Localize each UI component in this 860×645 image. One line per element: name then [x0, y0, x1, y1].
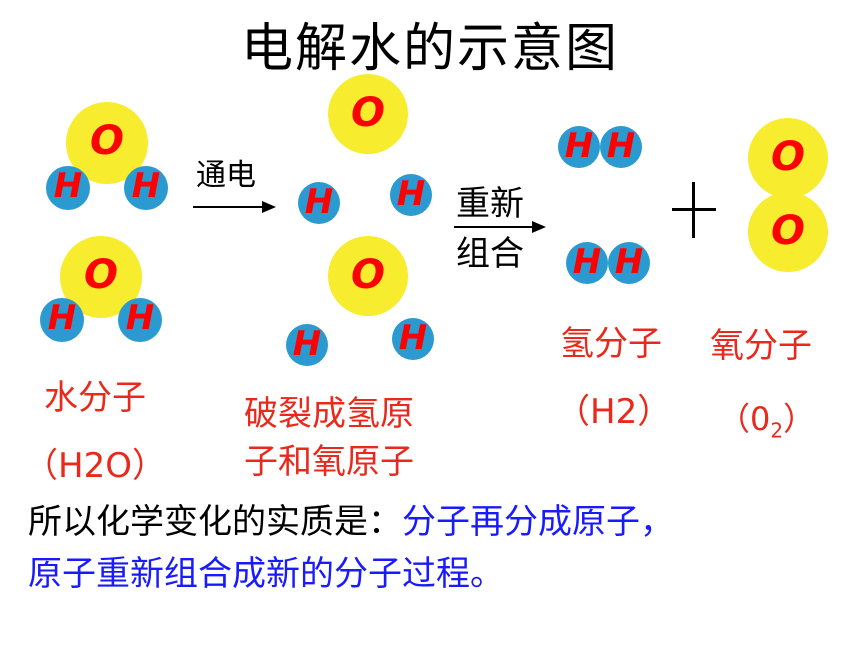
- hydrogen-atom: [124, 166, 168, 210]
- reaction-arrow-1-head: [262, 201, 276, 213]
- oxygen-symbol: O: [89, 118, 124, 164]
- recombine-label-line1: 重新: [456, 184, 524, 224]
- hydrogen-symbol: H: [396, 174, 426, 214]
- hydrogen-symbol: H: [125, 298, 155, 338]
- hydrogen-symbol: H: [614, 242, 644, 282]
- hydrogen-atom: [566, 242, 608, 284]
- oxygen-symbol: O: [350, 90, 385, 136]
- oxygen-atom: [328, 74, 408, 154]
- electrolysis-label: 通电: [196, 158, 256, 193]
- atoms-caption-line1: 破裂成氢原: [244, 394, 414, 434]
- oxygen-atom: [748, 192, 828, 272]
- hydrogen-symbol: H: [606, 126, 636, 166]
- hydrogen-symbol: H: [304, 182, 334, 222]
- hydrogen-atom: [118, 298, 162, 342]
- recombine-label-line2: 组合: [456, 234, 524, 274]
- conclusion-line-1: 所以化学变化的实质是：分子再分成原子，: [28, 494, 674, 543]
- hydrogen-atom: [286, 324, 328, 366]
- oxygen-symbol: O: [770, 208, 805, 254]
- water-molecule-label: 水分子: [44, 378, 146, 418]
- oxygen-atom: [328, 236, 408, 316]
- hydrogen-formula-label: （H2）: [556, 392, 672, 432]
- hydrogen-atom: [390, 174, 432, 216]
- oxygen-molecule-label: 氧分子: [710, 326, 812, 366]
- oxygen-formula-label: （02）: [718, 400, 816, 443]
- atoms-caption-line2: 子和氧原子: [244, 442, 414, 482]
- conclusion-line-2: 原子重新组合成新的分子过程。: [28, 554, 504, 594]
- hydrogen-symbol: H: [53, 166, 83, 206]
- reaction-arrow-2: [454, 226, 534, 228]
- water-formula-label: （H2O）: [24, 446, 166, 486]
- hydrogen-symbol: H: [292, 324, 322, 364]
- hydrogen-atom: [392, 318, 434, 360]
- hydrogen-symbol: H: [47, 298, 77, 338]
- hydrogen-symbol: H: [572, 242, 602, 282]
- reaction-arrow-2-head: [532, 221, 546, 233]
- hydrogen-atom: [600, 126, 642, 168]
- hydrogen-atom: [558, 126, 600, 168]
- conclusion-highlight-1: 分子再分成原子，: [402, 502, 674, 542]
- oxygen-atom: [748, 118, 828, 198]
- hydrogen-atom: [608, 242, 650, 284]
- reaction-arrow-1: [193, 206, 263, 208]
- hydrogen-symbol: H: [398, 318, 428, 358]
- oxygen-symbol: O: [770, 134, 805, 180]
- page-title: 电解水的示意图: [240, 19, 619, 79]
- hydrogen-molecule-label: 氢分子: [560, 324, 662, 364]
- hydrogen-symbol: H: [131, 166, 161, 206]
- conclusion-prefix: 所以化学变化的实质是：: [28, 502, 402, 542]
- hydrogen-atom: [298, 182, 340, 224]
- oxygen-symbol: O: [350, 252, 385, 298]
- hydrogen-atom: [46, 166, 90, 210]
- hydrogen-symbol: H: [564, 126, 594, 166]
- oxygen-symbol: O: [83, 252, 118, 298]
- hydrogen-atom: [40, 298, 84, 342]
